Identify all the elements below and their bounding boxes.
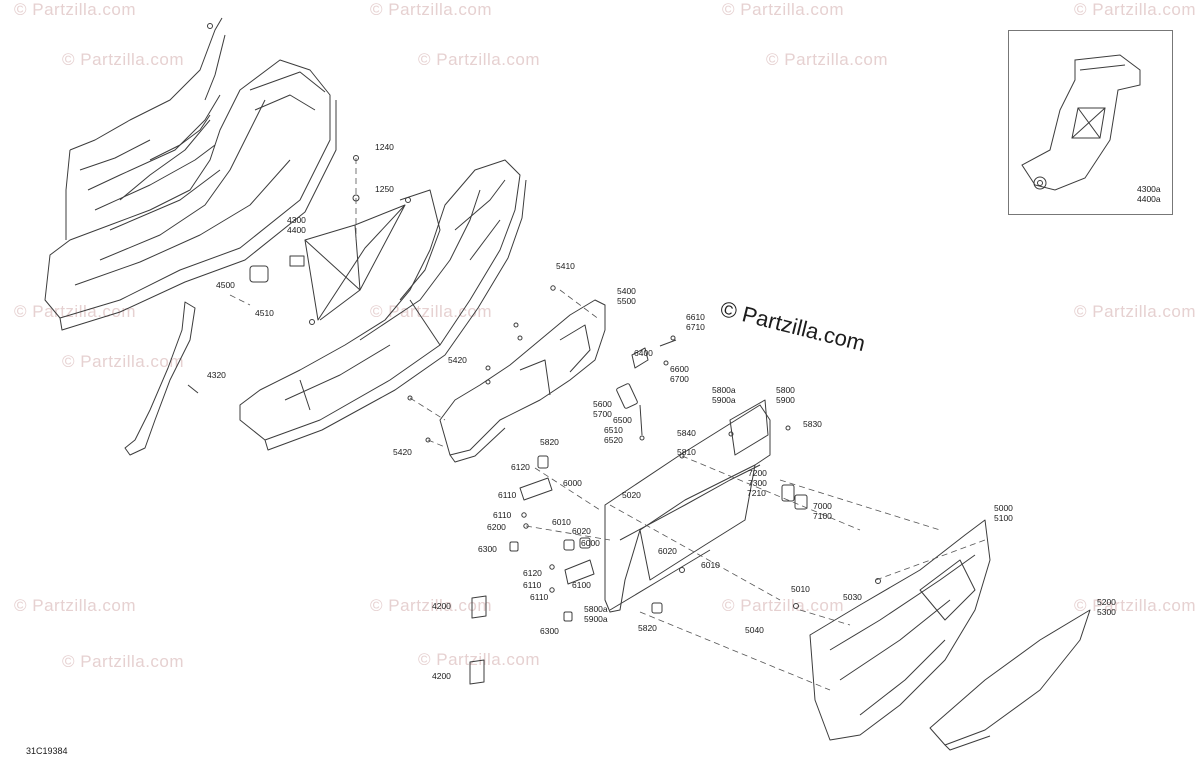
callout-6600-6700: 6600 6700: [670, 364, 689, 384]
callout-6010-a: 6010: [552, 517, 571, 527]
watermark: © Partzilla.com: [62, 652, 185, 671]
diagram-code: 31C19384: [26, 746, 68, 756]
callout-4200-upper: 4200: [432, 601, 451, 611]
callout-5020: 5020: [622, 490, 641, 500]
callout-7210: 7210: [747, 488, 766, 498]
watermark: © Partzilla.com: [370, 0, 493, 19]
watermark: © Partzilla.com: [1074, 596, 1197, 615]
callout-6010-b: 6010: [701, 560, 720, 570]
callout-6020-b: 6020: [658, 546, 677, 556]
callout-1250: 1250: [375, 184, 394, 194]
callout-4300a-4400a: 4300a 4400a: [1137, 184, 1161, 204]
callout-5820-lower: 5820: [638, 623, 657, 633]
upper-left-body-side: [44, 17, 337, 331]
callout-5420-lower: 5420: [393, 447, 412, 457]
watermark: © Partzilla.com: [370, 302, 493, 321]
middle-body-panel: [239, 159, 527, 451]
callout-6120-lower: 6120: [523, 568, 542, 578]
callout-5030: 5030: [843, 592, 862, 602]
callout-5040: 5040: [745, 625, 764, 635]
callout-6300-upper: 6300: [478, 544, 497, 554]
watermark: © Partzilla.com: [766, 50, 889, 69]
watermark: © Partzilla.com: [418, 50, 541, 69]
callout-5420-upper: 5420: [448, 355, 467, 365]
watermark: © Partzilla.com: [14, 0, 137, 19]
outer-door-panel: [793, 519, 991, 741]
callout-6610-6710: 6610 6710: [686, 312, 705, 332]
watermark: © Partzilla.com: [418, 650, 541, 669]
callout-5200-5300: 5200 5300: [1097, 597, 1116, 617]
callout-5800-5900: 5800 5900: [776, 385, 795, 405]
watermark: © Partzilla.com: [722, 596, 845, 615]
watermark: © Partzilla.com: [1074, 0, 1197, 19]
callout-6110-b: 6110: [493, 510, 512, 520]
callout-5000-5100: 5000 5100: [994, 503, 1013, 523]
watermark: © Partzilla.com: [1074, 302, 1197, 321]
hinge-parts: [509, 455, 595, 622]
callout-6300-lower: 6300: [540, 626, 559, 636]
latch-assembly: [616, 335, 677, 441]
watermark: © Partzilla.com: [62, 352, 185, 371]
callout-4320: 4320: [207, 370, 226, 380]
callout-5840: 5840: [677, 428, 696, 438]
door-inner-bracket: [407, 285, 606, 463]
callout-6110-c: 6110: [523, 580, 542, 590]
callout-4300-4400: 4300 4400: [287, 215, 306, 235]
callout-6020-a: 6020: [572, 526, 591, 536]
callout-6120-upper: 6120: [511, 462, 530, 472]
callout-5800a-5900a-lower: 5800a 5900a: [584, 604, 608, 624]
callout-1240: 1240: [375, 142, 394, 152]
callout-6110-d: 6110: [530, 592, 549, 602]
door-frame: [604, 399, 808, 614]
callout-5410: 5410: [556, 261, 575, 271]
callout-6100: 6100: [572, 580, 591, 590]
watermark: © Partzilla.com: [722, 0, 845, 19]
callout-6000-lower: 6000: [581, 538, 600, 548]
callout-5010: 5010: [791, 584, 810, 594]
callout-6500: 6500: [613, 415, 632, 425]
callout-6400: 6400: [634, 348, 653, 358]
latch-pads: [469, 595, 487, 685]
watermark: © Partzilla.com: [14, 596, 137, 615]
strap-4320: [124, 255, 305, 456]
callout-5800a-5900a-upper: 5800a 5900a: [712, 385, 736, 405]
callout-6510-6520: 6510 6520: [604, 425, 623, 445]
callout-7200-7300: 7200 7300: [748, 468, 767, 488]
callout-5600-5700: 5600 5700: [593, 399, 612, 419]
callout-7000-7100: 7000 7100: [813, 501, 832, 521]
callout-6110-a: 6110: [498, 490, 517, 500]
net-4300: [304, 155, 411, 325]
callout-5400-5500: 5400 5500: [617, 286, 636, 306]
watermark: © Partzilla.com: [62, 50, 185, 69]
inset-strap-drawing: [1021, 54, 1141, 191]
lower-trim-panel: [929, 609, 1091, 751]
watermark: © Partzilla.com: [370, 596, 493, 615]
callout-4510: 4510: [255, 308, 274, 318]
callout-4200-lower: 4200: [432, 671, 451, 681]
callout-5810: 5810: [677, 447, 696, 457]
callout-5830: 5830: [803, 419, 822, 429]
detail-inset-frame: [1008, 30, 1173, 215]
callout-6000-upper: 6000: [563, 478, 582, 488]
callout-6200: 6200: [487, 522, 506, 532]
callout-4500: 4500: [216, 280, 235, 290]
callout-5820-upper: 5820: [540, 437, 559, 447]
